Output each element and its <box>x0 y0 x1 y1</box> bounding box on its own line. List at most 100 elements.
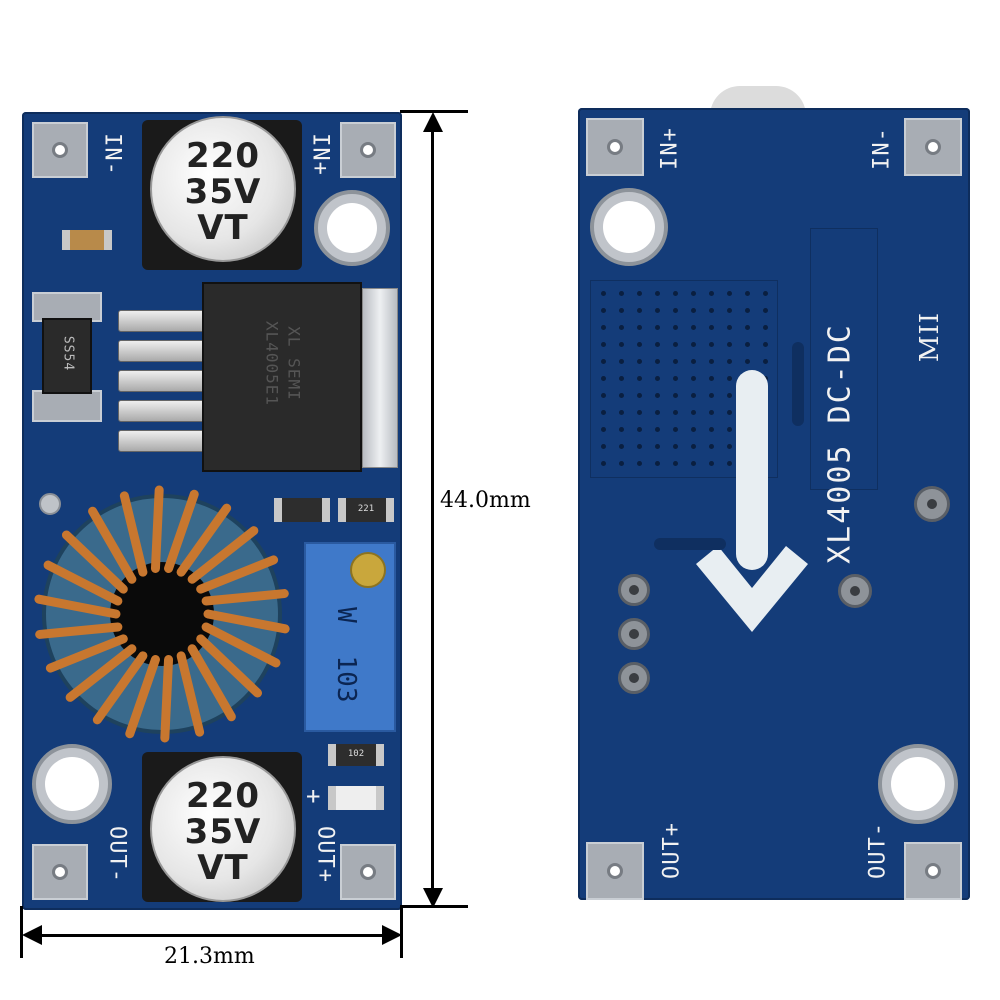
via <box>745 342 750 347</box>
via <box>655 410 660 415</box>
via <box>727 359 732 364</box>
dim-width-label: 21.3mm <box>164 944 255 969</box>
via <box>727 461 732 466</box>
via <box>691 308 696 313</box>
back-mounting-hole-top <box>590 188 668 266</box>
via <box>691 410 696 415</box>
back-label-out-minus: OUT- <box>865 822 891 879</box>
back-version-text: MII <box>915 311 945 363</box>
pad-in-minus <box>32 122 88 178</box>
via <box>655 291 660 296</box>
via <box>727 410 732 415</box>
via <box>709 444 714 449</box>
ic-xl4005: XL SEMI XL4005E1 <box>202 282 362 472</box>
via <box>655 376 660 381</box>
smd-led <box>328 786 384 810</box>
potentiometer[interactable]: W 103 <box>304 542 396 732</box>
via <box>691 342 696 347</box>
back-label-in-minus: IN- <box>869 127 895 170</box>
via <box>673 308 678 313</box>
capacitor-top: 220 35V VT <box>150 116 296 262</box>
via <box>619 308 624 313</box>
via <box>619 444 624 449</box>
via <box>601 427 606 432</box>
via <box>763 291 768 296</box>
via <box>691 461 696 466</box>
front-pcb: IN- IN+ OUT- OUT+ 220 35V VT SS54 XL SEM… <box>22 112 402 910</box>
via <box>691 444 696 449</box>
via <box>673 393 678 398</box>
via <box>673 461 678 466</box>
coil-winding <box>196 634 263 698</box>
via <box>673 342 678 347</box>
via <box>691 325 696 330</box>
test-point-2 <box>838 574 872 608</box>
via <box>637 427 642 432</box>
dim-height-top-tick <box>400 110 468 113</box>
pot-adjust-screw[interactable] <box>350 552 386 588</box>
via <box>637 461 642 466</box>
coil-winding <box>61 530 128 594</box>
down-arrow-icon <box>696 370 808 632</box>
via <box>619 461 624 466</box>
via <box>763 359 768 364</box>
via <box>619 359 624 364</box>
via <box>619 427 624 432</box>
coil-winding <box>187 526 259 584</box>
pot-brand: W <box>331 607 361 623</box>
via <box>619 393 624 398</box>
coil-winding <box>45 634 128 673</box>
via <box>655 325 660 330</box>
via <box>673 444 678 449</box>
back-model-text: XL4005 DC-DC <box>822 323 858 564</box>
back-pad-in-minus <box>904 118 962 176</box>
via <box>691 291 696 296</box>
coil-winding <box>176 503 232 577</box>
coil-winding <box>176 651 205 737</box>
via <box>637 291 642 296</box>
via <box>709 308 714 313</box>
via <box>637 410 642 415</box>
via-grid-region <box>590 280 778 478</box>
diode-marking: SS54 <box>60 335 76 372</box>
back-pad-in-plus <box>586 118 644 176</box>
via <box>601 342 606 347</box>
via <box>655 359 660 364</box>
smd-capacitor-top-left <box>62 230 112 250</box>
back-label-in-plus: IN+ <box>657 127 683 170</box>
pad-out-minus <box>32 844 88 900</box>
via <box>727 427 732 432</box>
capacitor-bottom: 220 35V VT <box>150 756 296 902</box>
cap-bottom-line3: VT <box>197 848 249 888</box>
label-out-minus: OUT- <box>104 826 130 883</box>
smd-resistor-102: 102 <box>328 744 384 766</box>
diode-ss54: SS54 <box>42 318 92 394</box>
smd-resistor-a <box>274 498 330 522</box>
via <box>655 393 660 398</box>
toroid-inductor <box>34 485 290 743</box>
back-label-out-plus: OUT+ <box>659 822 685 879</box>
via <box>601 444 606 449</box>
via <box>637 342 642 347</box>
via <box>763 325 768 330</box>
via <box>601 393 606 398</box>
via <box>709 427 714 432</box>
coil-winding <box>150 485 164 573</box>
via <box>691 359 696 364</box>
via <box>601 359 606 364</box>
via <box>763 342 768 347</box>
via <box>709 393 714 398</box>
via <box>727 444 732 449</box>
resistor-102-code: 102 <box>347 749 365 759</box>
coil-winding <box>35 622 123 639</box>
back-mounting-hole-bottom <box>878 744 958 824</box>
via <box>637 308 642 313</box>
via <box>745 359 750 364</box>
cap-bottom-line1: 220 <box>186 776 260 816</box>
pad-out-plus <box>340 844 396 900</box>
via <box>655 308 660 313</box>
label-in-minus: IN- <box>99 133 125 176</box>
ic-leg-1 <box>118 310 206 332</box>
via <box>673 325 678 330</box>
dim-height-label: 44.0mm <box>440 488 531 513</box>
